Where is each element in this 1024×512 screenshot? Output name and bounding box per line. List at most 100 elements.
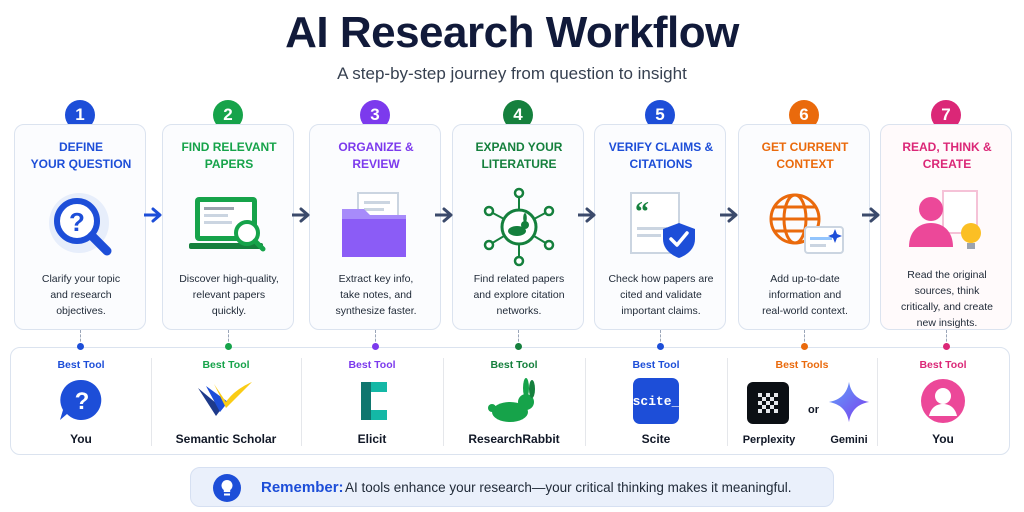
step-5: 5 VERIFY CLAIMS &CITATIONS “ Check how p… <box>594 100 726 330</box>
connector-line <box>80 330 81 346</box>
tool-elicit: Best Tool Elicit <box>301 348 443 454</box>
best-tools-panel: Best Tool ? You Best Tool Semantic Schol… <box>10 347 1010 455</box>
connector-dot <box>943 343 950 350</box>
divider <box>727 358 728 446</box>
magnifier-question-icon: ? <box>49 193 112 256</box>
connector-line <box>946 330 947 346</box>
elicit-logo-icon <box>361 382 387 420</box>
best-tool-label: Best Tools <box>775 359 829 371</box>
tool-scite: Best Tool scite_ Scite <box>585 348 727 454</box>
page-title: AI Research Workflow <box>285 8 739 57</box>
tool-researchrabbit: Best Tool ResearchRabbit <box>443 348 585 454</box>
divider <box>585 358 586 446</box>
lightbulb-icon <box>213 474 241 502</box>
connector-dot <box>801 343 808 350</box>
folder-icon <box>342 192 406 257</box>
perplexity-logo-icon <box>747 382 789 424</box>
person-avatar-icon <box>921 379 965 423</box>
tool-name: Gemini <box>830 434 868 446</box>
connector-line <box>228 330 229 346</box>
best-tool-label: Best Tool <box>490 359 538 371</box>
step-card: VERIFY CLAIMS &CITATIONS “ Check how pap… <box>594 124 726 330</box>
connector-dot <box>372 343 379 350</box>
svg-text:?: ? <box>69 207 85 237</box>
best-tool-label: Best Tool <box>57 359 105 371</box>
best-tool-label: Best Tool <box>202 359 250 371</box>
tool-name: Elicit <box>357 432 387 446</box>
best-tool-label: Best Tool <box>919 359 967 371</box>
step-title: READ, THINK &CREATE <box>902 140 992 171</box>
flow-arrow-icon <box>144 207 162 223</box>
flow-arrow-icon <box>720 207 738 223</box>
svg-text:“: “ <box>635 197 649 228</box>
or-text: or <box>808 404 819 416</box>
divider <box>301 358 302 446</box>
flow-arrow-icon <box>862 207 880 223</box>
tool-name: Perplexity <box>742 434 796 446</box>
tool-name: ResearchRabbit <box>468 432 560 446</box>
remember-text: AI tools enhance your research—your crit… <box>345 480 792 495</box>
scite-logo-icon: scite_ <box>633 378 679 424</box>
remember-label: Remember: <box>261 479 344 496</box>
divider <box>443 358 444 446</box>
laptop-search-icon <box>189 197 266 252</box>
connector-line <box>804 330 805 346</box>
connector-line <box>660 330 661 346</box>
step-3: 3 ORGANIZE &REVIEW Extract key info,take… <box>309 100 441 330</box>
flow-arrow-icon <box>292 207 310 223</box>
gemini-logo-icon <box>828 381 870 423</box>
connector-dot <box>515 343 522 350</box>
tool-semantic-scholar: Best Tool Semantic Scholar <box>151 348 301 454</box>
connector-dot <box>225 343 232 350</box>
step-title: ORGANIZE &REVIEW <box>338 140 414 171</box>
quote-shield-icon: “ <box>630 192 695 258</box>
network-rabbit-icon <box>483 187 555 267</box>
step-title: VERIFY CLAIMS &CITATIONS <box>608 140 714 171</box>
flow-arrow-icon <box>578 207 596 223</box>
tool-name: Scite <box>641 432 671 446</box>
tool-name: You <box>932 432 954 446</box>
connector-line <box>518 330 519 346</box>
globe-sparkle-icon <box>769 193 844 254</box>
remember-banner: Remember: AI tools enhance your research… <box>190 467 834 507</box>
page-subtitle: A step-by-step journey from question to … <box>337 64 687 83</box>
tool-perplexity-gemini: Best Tools or Perplexity Gemini <box>727 348 877 454</box>
best-tool-label: Best Tool <box>632 359 680 371</box>
svg-text:?: ? <box>75 388 90 415</box>
connector-line <box>375 330 376 346</box>
best-tool-label: Best Tool <box>348 359 396 371</box>
tool-name: You <box>70 432 92 446</box>
rabbit-logo-icon <box>488 378 535 422</box>
divider <box>151 358 152 446</box>
connector-dot <box>77 343 84 350</box>
tool-name: Semantic Scholar <box>175 432 277 446</box>
tool-you: Best Tool ? You <box>11 348 151 454</box>
divider <box>877 358 878 446</box>
semantic-scholar-logo-icon <box>198 382 252 416</box>
step-card: ORGANIZE &REVIEW Extract key info,take n… <box>309 124 441 330</box>
tool-you: Best Tool You <box>877 348 1009 454</box>
question-bubble-icon: ? <box>60 379 102 420</box>
flow-arrow-icon <box>435 207 453 223</box>
connector-dot <box>657 343 664 350</box>
